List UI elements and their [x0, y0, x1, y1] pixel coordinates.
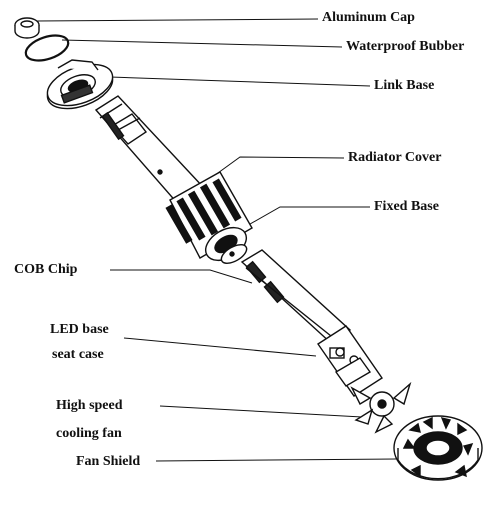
upper-tube-part: [94, 95, 206, 205]
leader-led-base: [123, 337, 317, 357]
label-fan-line1: High speed: [56, 398, 123, 413]
waterproof-ring-part: [24, 34, 70, 62]
leader-lines: [35, 18, 397, 462]
label-link-base: Link Base: [374, 78, 435, 93]
fan-shield-part: [393, 415, 483, 481]
leader-fan-shield: [155, 458, 397, 462]
led-base-part: [317, 325, 383, 397]
link-base-part: [46, 59, 114, 110]
label-radiator-cover: Radiator Cover: [348, 150, 442, 165]
leader-fan: [159, 405, 363, 418]
lower-tube-part: [240, 249, 352, 345]
label-aluminum-cap: Aluminum Cap: [322, 10, 415, 25]
label-fan-line2: cooling fan: [56, 426, 122, 441]
label-fan-shield: Fan Shield: [76, 454, 141, 469]
leader-aluminum-cap: [35, 18, 319, 22]
leader-waterproof-bubber: [61, 39, 343, 48]
label-waterproof-bubber: Waterproof Bubber: [346, 39, 465, 54]
leader-link-base: [109, 76, 371, 87]
radiator-part: [165, 171, 253, 262]
leader-cob-chip: [110, 269, 253, 284]
label-cob-chip: COB Chip: [14, 262, 78, 277]
fan-part: [350, 381, 412, 434]
label-fixed-base: Fixed Base: [374, 199, 439, 214]
fixed-base-part: [220, 244, 248, 264]
leader-fixed-base: [235, 206, 370, 233]
aluminum-cap-part: [14, 17, 40, 39]
label-led-base-line2: seat case: [52, 347, 104, 362]
label-led-base-line1: LED base: [50, 322, 109, 337]
